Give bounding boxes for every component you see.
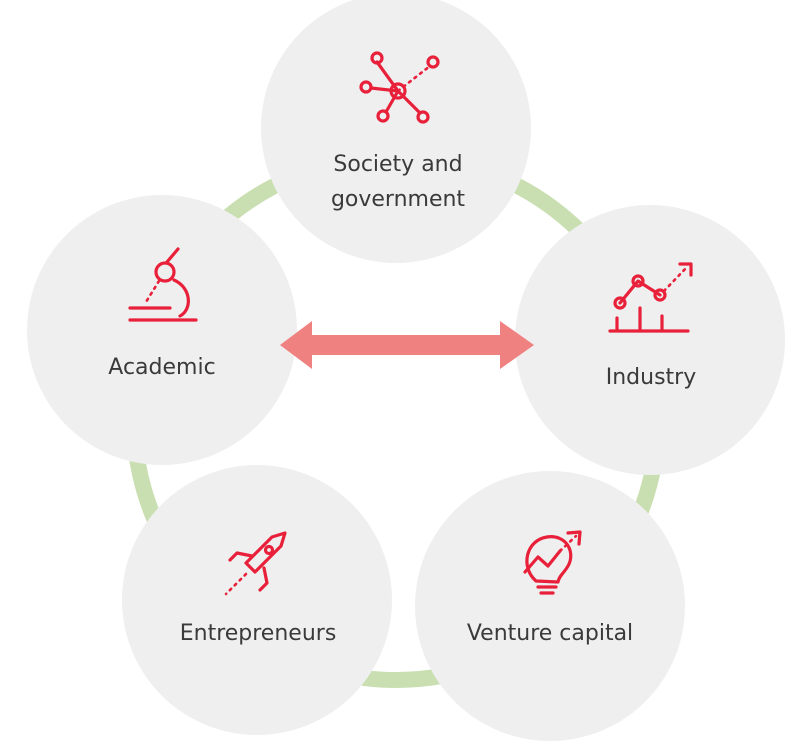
node-academic: Academic bbox=[27, 195, 297, 465]
node-venture-capital: Venture capital bbox=[415, 471, 685, 741]
rocket-icon bbox=[224, 531, 287, 596]
growth-chart-icon bbox=[608, 262, 693, 333]
node-entrepreneurs: Entrepreneurs bbox=[122, 465, 392, 735]
node-circle bbox=[261, 0, 531, 263]
node-circle bbox=[415, 471, 685, 741]
node-industry: Industry bbox=[515, 205, 785, 475]
node-society-government: Society and government bbox=[261, 0, 531, 263]
node-label-industry: Industry bbox=[606, 365, 697, 390]
node-label-academic: Academic bbox=[108, 355, 215, 380]
node-circle bbox=[122, 465, 392, 735]
network-nodes-icon bbox=[359, 51, 440, 124]
node-circle bbox=[27, 195, 297, 465]
node-label-society-line1: Society and bbox=[333, 152, 462, 177]
microscope-icon bbox=[128, 247, 198, 322]
academic-industry-arrow bbox=[280, 321, 534, 369]
node-label-entrepreneurs: Entrepreneurs bbox=[180, 621, 337, 646]
node-circle bbox=[515, 205, 785, 475]
node-label-society-line2: government bbox=[331, 187, 465, 212]
lightbulb-growth-icon bbox=[523, 530, 582, 595]
node-label-venture-capital: Venture capital bbox=[467, 621, 633, 646]
